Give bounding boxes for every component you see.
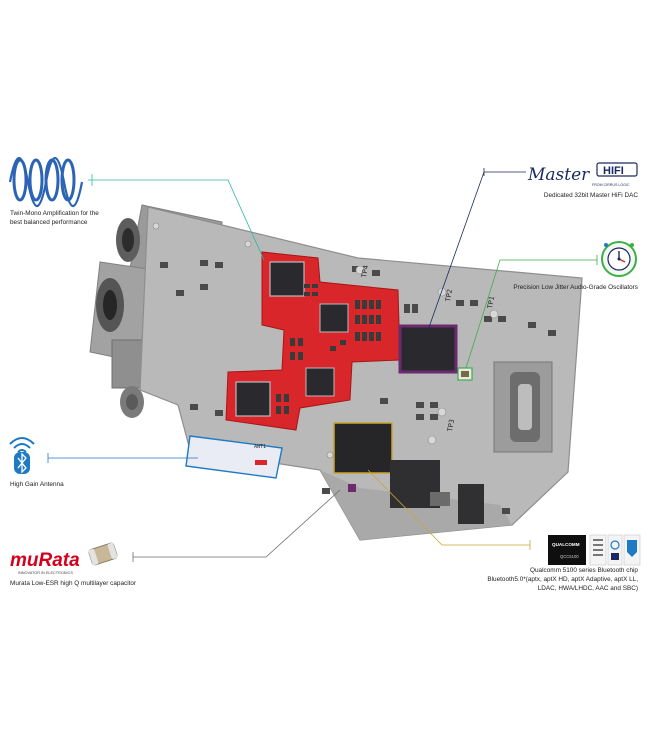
antenna-label-text: High Gain Antenna <box>10 481 64 488</box>
leader-lines <box>47 168 598 562</box>
bluetooth-icon <box>9 437 35 474</box>
twin-mono-leader <box>88 174 265 261</box>
oscillator-clock-icon <box>601 241 637 277</box>
qualcomm-line-1: Qualcomm 5100 series Bluetooth chip <box>530 567 638 574</box>
qualcomm-line-3: LDAC, HWA/LHDC, AAC and SBC) <box>537 585 638 592</box>
qualcomm-bluetooth-label: Qualcomm 5100 series Bluetooth chip Blue… <box>448 566 638 593</box>
twin-mono-line-1: Twin-Mono Amplification for the <box>10 210 99 217</box>
smd-components-red <box>276 284 381 414</box>
amp-chip-top <box>269 261 305 297</box>
antenna-marker <box>255 460 267 465</box>
tp3-label: TP3 <box>446 418 456 432</box>
amp-chip-bottom <box>235 381 271 417</box>
dac-label-text: Dedicated 32bit Master HiFi DAC <box>543 192 638 199</box>
antenna-label: High Gain Antenna <box>10 480 120 489</box>
ant-label: ANT1 <box>254 444 266 450</box>
twin-mono-label: Twin-Mono Amplification for the best bal… <box>10 209 120 227</box>
svg-text:HIFI: HIFI <box>603 165 624 177</box>
svg-text:INNOVATOR IN ELECTRONICS: INNOVATOR IN ELECTRONICS <box>18 571 73 575</box>
qualcomm-line-2: Bluetooth5.0*(aptx, aptX HD, aptX Adapti… <box>487 576 638 583</box>
silkscreen-text: TP1 TP2 TP3 TP4 ANT1 <box>254 264 496 450</box>
oscillator-label-text: Precision Low Jitter Audio-Grade Oscilla… <box>513 284 638 291</box>
qualcomm-bluetooth-chip <box>333 422 393 474</box>
oscillator-label: Precision Low Jitter Audio-Grade Oscilla… <box>470 283 638 292</box>
smd-components-gray <box>160 260 556 524</box>
master-hifi-dac-chip <box>398 324 458 374</box>
bluetooth-antenna <box>185 435 283 479</box>
master-hifi-dac-label: Dedicated 32bit Master HiFi DAC <box>470 191 638 200</box>
master-hifi-logo: Master HIFI FROM CIRRUS LOGIC <box>527 162 638 187</box>
test-pads <box>152 222 499 459</box>
twin-mono-line-2: best balanced performance <box>10 219 88 226</box>
waveform-icon <box>8 157 84 207</box>
qualcomm-logo: QUALCOMM QCC5100 <box>548 534 641 566</box>
svg-text:QUALCOMM: QUALCOMM <box>552 542 580 547</box>
murata-logo: muRata INNOVATOR IN ELECTRONICS <box>10 550 80 575</box>
tp1-label: TP1 <box>486 295 496 309</box>
pcb-board: TP1 TP2 TP3 TP4 ANT1 <box>89 204 583 541</box>
amp-chip-low <box>305 367 335 397</box>
svg-text:muRata: muRata <box>10 550 80 571</box>
oscillator-leader <box>465 259 597 369</box>
murata-capacitor-label: Murata Low-ESR high Q multilayer capacit… <box>10 579 210 588</box>
murata-label-text: Murata Low-ESR high Q multilayer capacit… <box>10 580 137 587</box>
svg-text:Master: Master <box>527 165 590 185</box>
svg-text:FROM CIRRUS LOGIC: FROM CIRRUS LOGIC <box>592 183 630 187</box>
bluetooth-leader <box>367 469 530 546</box>
capacitor-leader <box>133 489 341 558</box>
svg-text:QCC5100: QCC5100 <box>560 554 579 559</box>
amp-chip-mid <box>319 303 349 333</box>
capacitor-icon <box>88 542 118 566</box>
tp4-label: TP4 <box>360 264 370 278</box>
tp2-label: TP2 <box>444 288 454 302</box>
